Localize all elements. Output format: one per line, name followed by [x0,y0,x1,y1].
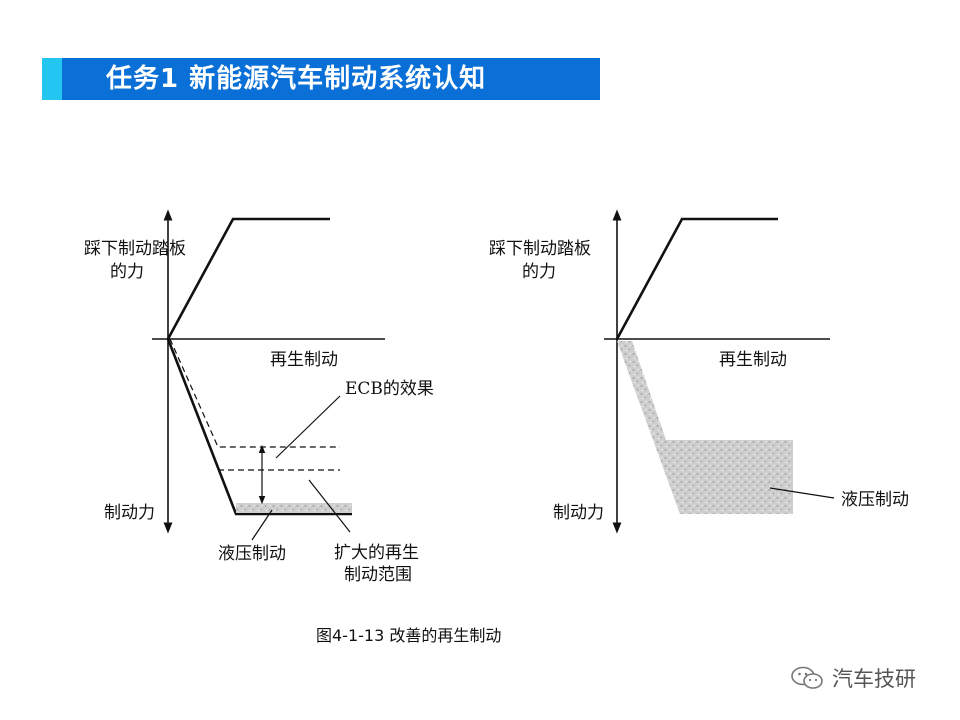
right-hydraulic-leader [769,487,835,499]
left-brake-force-line [166,338,352,516]
right-y-bottom-label: 制动力 [553,503,604,523]
left-pedal-force-line [166,217,330,340]
right-diagram: 踩下制动踏板 的力 再生制动 制动力 液压制动 [489,209,909,534]
left-ecb-leader [275,395,341,459]
left-ecb-label: ECB的效果 [345,379,434,399]
left-y-top-label-1: 踩下制动踏板 [84,239,186,259]
left-expanded-label-1: 扩大的再生 [334,543,419,563]
watermark: 汽车技研 [790,664,916,692]
watermark-text: 汽车技研 [832,667,916,691]
right-pedal-force-line [615,217,778,340]
right-hydraulic-area [617,341,793,514]
figure-caption: 图4-1-13 改善的再生制动 [316,626,502,645]
title-accent [42,58,62,100]
left-y-bottom-label: 制动力 [104,503,155,523]
left-x-label: 再生制动 [270,350,338,370]
wechat-icon [791,666,823,689]
right-y-top-label-2: 的力 [522,262,556,282]
left-diagram: 踩下制动踏板 的力 再生制动 制动力 ECB的效果 液压制动 扩大的再生 制动范… [84,209,434,585]
title-bar: 任务1 新能源汽车制动系统认知 [42,58,600,100]
left-y-top-label-2: 的力 [110,262,144,282]
left-expanded-label-2: 制动范围 [344,565,412,585]
right-hydraulic-label: 液压制动 [841,490,909,510]
left-expanded-leader [308,479,351,533]
left-hydraulic-leader [251,509,273,541]
left-hydraulic-area [236,503,352,513]
right-y-top-label-1: 踩下制动踏板 [489,239,591,259]
left-hydraulic-label: 液压制动 [218,544,286,564]
right-x-label: 再生制动 [719,350,787,370]
page-title: 任务1 新能源汽车制动系统认知 [106,64,487,94]
